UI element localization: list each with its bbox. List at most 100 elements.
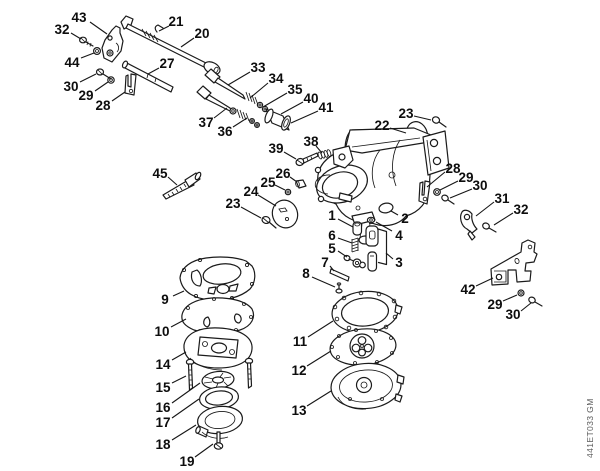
- callout-number-21: 21: [168, 14, 184, 29]
- callout-leader-29: [94, 81, 109, 92]
- part-13-cover: [330, 362, 405, 410]
- callout-number-27: 27: [159, 56, 174, 71]
- part-42-bracket: [490, 239, 538, 286]
- callout-number-17: 17: [155, 415, 170, 430]
- part-11-gasket: [331, 290, 403, 334]
- callout-number-15: 15: [155, 380, 171, 395]
- part-28-fork-right: [418, 180, 431, 205]
- callout-leader-20: [180, 37, 195, 48]
- callout-leader-28: [426, 171, 446, 188]
- part-32-screw-far-right: [482, 222, 497, 233]
- part-37-needle-valve: [196, 85, 233, 113]
- callout-leader-30: [79, 73, 97, 83]
- callout-number-2: 2: [401, 211, 409, 226]
- callout-number-32: 32: [54, 22, 69, 37]
- callout-number-23: 23: [225, 196, 241, 211]
- part-19-screw: [213, 431, 224, 450]
- callout-leader-26: [289, 176, 298, 183]
- callout-number-1: 1: [328, 208, 336, 223]
- callout-leader-23: [240, 206, 262, 219]
- callout-number-37: 37: [198, 115, 213, 130]
- callout-number-25: 25: [260, 175, 276, 190]
- part-40-41-piston-sleeve: [264, 108, 291, 131]
- callout-leader-5: [337, 250, 348, 258]
- callout-number-19: 19: [179, 454, 194, 469]
- part-32-screw-top-left: [78, 36, 94, 47]
- part-14-pump-body: [183, 327, 253, 371]
- callout-number-28: 28: [445, 161, 461, 176]
- callout-number-29: 29: [78, 88, 93, 103]
- callout-number-11: 11: [293, 334, 308, 349]
- callout-leader-31: [475, 201, 495, 217]
- callout-leader-22: [389, 127, 407, 134]
- part-carburetor-body: [314, 127, 450, 245]
- callout-leader-36: [232, 117, 248, 128]
- part-2-plug: [378, 202, 394, 214]
- callout-leader-2: [390, 210, 399, 216]
- callout-number-35: 35: [287, 82, 303, 97]
- callout-leader-6: [337, 237, 353, 244]
- callout-number-23: 23: [398, 106, 414, 121]
- callout-number-9: 9: [161, 292, 169, 307]
- callout-number-43: 43: [71, 10, 87, 25]
- part-34-spring-washers: [245, 91, 269, 113]
- part-20-throttle-rod: [120, 15, 221, 75]
- callout-number-7: 7: [321, 255, 329, 270]
- callout-number-31: 31: [494, 191, 510, 206]
- callout-leader-23: [413, 115, 432, 121]
- callout-number-29: 29: [458, 170, 473, 185]
- callout-leader-32: [70, 32, 82, 40]
- callout-leader-3: [385, 252, 394, 260]
- part-4-nut: [366, 216, 376, 224]
- callout-number-13: 13: [291, 403, 307, 418]
- part-30-screw-bottom: [528, 296, 543, 307]
- callout-number-38: 38: [303, 134, 319, 149]
- callout-leader-12: [306, 350, 332, 367]
- callout-leader-4: [375, 221, 393, 232]
- part-33-needle-valve: [204, 68, 246, 100]
- callout-number-14: 14: [155, 357, 171, 372]
- callout-number-30: 30: [63, 79, 78, 94]
- callout-leader-44: [80, 52, 95, 59]
- callout-leader-33: [227, 71, 251, 86]
- callout-number-3: 3: [395, 255, 403, 270]
- callout-leader-10: [170, 318, 187, 328]
- callout-leader-38: [315, 145, 323, 154]
- part-8-rivet: [335, 282, 343, 294]
- callout-leader-39: [283, 151, 297, 160]
- callout-leader-17: [171, 398, 200, 419]
- part-18-pump-cover: [195, 405, 244, 439]
- part-21-clip: [154, 24, 164, 33]
- callout-leader-29: [502, 294, 518, 302]
- callout-number-8: 8: [302, 266, 310, 281]
- part-39-screw: [295, 152, 319, 167]
- callout-leader-11: [307, 320, 334, 338]
- callout-leader-40: [280, 101, 304, 115]
- callout-leader-30: [520, 302, 532, 312]
- part-30-screw-right: [441, 194, 455, 205]
- part-30-screw-left: [95, 68, 112, 80]
- callout-number-22: 22: [374, 118, 389, 133]
- callout-number-30: 30: [472, 178, 487, 193]
- callout-leader-35: [262, 92, 288, 108]
- callout-number-26: 26: [275, 166, 291, 181]
- part-26-plug: [295, 179, 307, 189]
- callout-number-24: 24: [243, 184, 259, 199]
- part-43-lever: [101, 25, 124, 63]
- callout-leader-25: [274, 184, 286, 191]
- part-7-pin: [329, 268, 350, 282]
- callout-number-30: 30: [505, 307, 520, 322]
- callout-leader-13: [306, 390, 332, 407]
- callout-leader-21: [158, 25, 170, 32]
- callout-number-18: 18: [155, 437, 171, 452]
- callout-leader-34: [249, 82, 269, 99]
- callout-leader-14: [171, 351, 187, 361]
- callout-number-20: 20: [194, 26, 209, 41]
- callout-leader-30: [449, 188, 473, 199]
- callout-number-40: 40: [303, 91, 318, 106]
- part-6-spring: [351, 237, 359, 253]
- part-5-valve: [343, 254, 366, 269]
- callout-number-28: 28: [95, 98, 111, 113]
- callout-leader-15: [171, 375, 187, 384]
